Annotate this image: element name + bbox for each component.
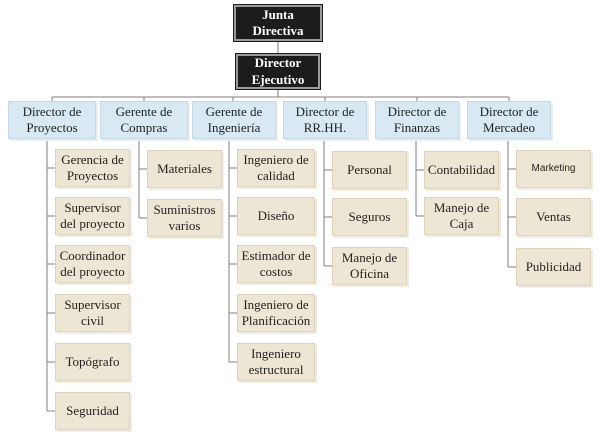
- role-label: Manejo de Oficina: [341, 249, 398, 281]
- role-label: Supervisor civil: [64, 296, 121, 328]
- ceo-label: Director Ejecutivo: [251, 55, 305, 87]
- dept-node-mercadeo: Director de Mercadeo: [467, 101, 551, 139]
- role-label: Seguros: [348, 208, 391, 224]
- role-label: Seguridad: [66, 402, 119, 418]
- board-label: Junta Directiva: [252, 6, 304, 38]
- role-node: Manejo de Caja: [424, 197, 499, 235]
- role-node: Supervisor civil: [55, 294, 130, 332]
- dept-label: Director de Proyectos: [22, 103, 82, 135]
- role-node: Coordinador del proyecto: [55, 245, 130, 283]
- role-label: Publicidad: [525, 258, 582, 274]
- role-label: Diseño: [257, 207, 295, 223]
- role-label: Ingeniero estructural: [248, 345, 304, 377]
- role-node: Manejo de Oficina: [332, 247, 407, 285]
- dept-label: Gerente de Compras: [115, 103, 173, 135]
- dept-label: Gerente de Ingeniería: [205, 103, 263, 135]
- role-node: Topógrafo: [55, 343, 130, 381]
- role-node: Seguridad: [55, 392, 130, 430]
- role-label: Contabilidad: [427, 161, 496, 177]
- role-label: Materiales: [157, 160, 212, 176]
- role-node: Diseño: [237, 197, 315, 235]
- dept-label: Director de RR.HH.: [295, 103, 355, 135]
- role-label: Suministros varios: [153, 201, 216, 233]
- role-label: Manejo de Caja: [433, 199, 490, 231]
- role-label: Ingeniero de calidad: [243, 151, 309, 183]
- role-label: Gerencia de Proyectos: [61, 151, 124, 183]
- role-label: Estimador de costos: [241, 247, 311, 279]
- role-node: Suministros varios: [147, 199, 222, 237]
- role-node: Supervisor del proyecto: [55, 197, 130, 235]
- role-node: Ingeniero estructural: [237, 343, 315, 381]
- role-node: Publicidad: [516, 248, 591, 286]
- dept-node-ingenieria: Gerente de Ingeniería: [192, 101, 276, 139]
- dept-label: Director de Finanzas: [387, 103, 447, 135]
- role-node: Seguros: [332, 198, 407, 236]
- role-node: Ingeniero de calidad: [237, 149, 315, 187]
- board-node: Junta Directiva: [233, 4, 323, 42]
- role-node: Marketing: [516, 150, 591, 188]
- role-label: Coordinador del proyecto: [59, 247, 126, 279]
- role-node: Materiales: [147, 150, 222, 188]
- role-label: Personal: [347, 161, 392, 177]
- dept-node-rrhh: Director de RR.HH.: [283, 101, 367, 139]
- role-label: Supervisor del proyecto: [60, 199, 125, 231]
- dept-node-finanzas: Director de Finanzas: [375, 101, 459, 139]
- dept-node-proyectos: Director de Proyectos: [8, 101, 96, 139]
- dept-node-compras: Gerente de Compras: [100, 101, 188, 139]
- role-label: Ingeniero de Planificación: [241, 296, 311, 328]
- ceo-node: Director Ejecutivo: [235, 53, 321, 90]
- role-node: Estimador de costos: [237, 245, 315, 283]
- dept-label: Director de Mercadeo: [479, 103, 539, 135]
- role-label: Topógrafo: [65, 353, 120, 369]
- role-node: Ventas: [516, 198, 591, 236]
- role-node: Personal: [332, 151, 407, 189]
- role-label: Ventas: [536, 208, 571, 224]
- role-node: Contabilidad: [424, 151, 499, 189]
- role-label: Marketing: [531, 162, 576, 174]
- role-node: Ingeniero de Planificación: [237, 294, 315, 332]
- role-node: Gerencia de Proyectos: [55, 149, 130, 187]
